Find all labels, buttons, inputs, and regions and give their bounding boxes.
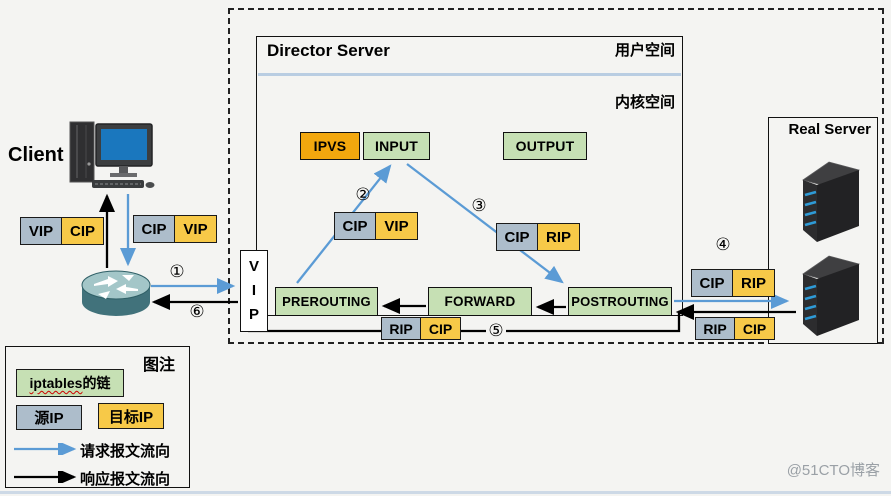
kernel-dashed-boundary [228,8,884,344]
watermark: @51CTO博客 [786,462,880,479]
client-label: Client [8,144,64,166]
ipvs-node: IPVS [300,132,360,160]
ip-label-cip-rip-director: CIP RIP [496,223,580,251]
source-ip-cell: CIP [496,223,538,251]
postrouting-chain-node: POSTROUTING [568,287,672,316]
server-icon [802,161,860,242]
ip-label-rip-cip-server: RIP CIP [695,317,775,340]
real-server-box: Real Server [768,117,878,344]
dest-ip-cell: CIP [62,217,104,245]
dest-ip-cell: VIP [376,212,418,240]
router-icon [81,270,151,316]
source-ip-cell: CIP [334,212,376,240]
kernel-space-label: 内核空间 [614,94,675,111]
ip-label-cip-vip-director: CIP VIP [334,212,418,240]
step-5: ⑤ [486,321,506,341]
dest-ip-cell: CIP [735,317,775,340]
user-space-label: 用户空间 [614,42,675,59]
legend-dest-ip: 目标IP [98,403,164,429]
source-ip-cell: CIP [133,215,175,243]
step-3: ③ [471,196,487,215]
source-ip-cell: VIP [20,217,62,245]
user-kernel-separator [258,73,681,76]
legend-response-flow-label: 响应报文流向 [80,471,171,488]
legend-request-flow-label: 请求报文流向 [80,443,171,460]
ip-label-rip-cip-bottom: RIP CIP [381,317,461,340]
director-server-title: Director Server [267,41,390,60]
source-ip-cell: RIP [695,317,735,340]
legend-title: 图注 [142,357,175,374]
output-chain-node: OUTPUT [503,132,587,160]
ip-label-cip-vip: CIP VIP [133,215,217,243]
source-ip-cell: RIP [381,317,421,340]
ip-label-vip-cip: VIP CIP [20,217,104,245]
vip-letter: I [251,282,257,299]
ip-label-cip-rip-out: CIP RIP [691,269,775,297]
dest-ip-cell: RIP [538,223,580,251]
legend-iptables-chain-zh: 的链 [82,375,111,391]
request-arrow-icon [14,443,77,455]
dest-ip-cell: CIP [421,317,461,340]
client-computer-icon [69,121,155,188]
step-6: ⑥ [189,302,205,321]
bottom-edge-line [0,491,891,494]
real-server-title: Real Server [788,121,871,138]
step-1: ① [169,262,185,281]
step-2: ② [355,185,371,204]
legend-iptables-chain-en: iptables [29,375,83,391]
prerouting-chain-node: PREROUTING [275,287,378,316]
source-ip-cell: CIP [691,269,733,297]
vip-interface-box: V I P [240,250,268,332]
response-arrow-icon [14,471,77,483]
step-4: ④ [715,235,731,254]
input-chain-node: INPUT [363,132,430,160]
vip-letter: P [248,306,259,323]
request-line-input-postrouting [406,163,564,284]
dest-ip-cell: VIP [175,215,217,243]
forward-chain-node: FORWARD [428,287,532,316]
dest-ip-cell: RIP [733,269,775,297]
legend-source-ip: 源IP [16,405,82,430]
server-icon [802,255,860,336]
vip-letter: V [248,258,259,275]
